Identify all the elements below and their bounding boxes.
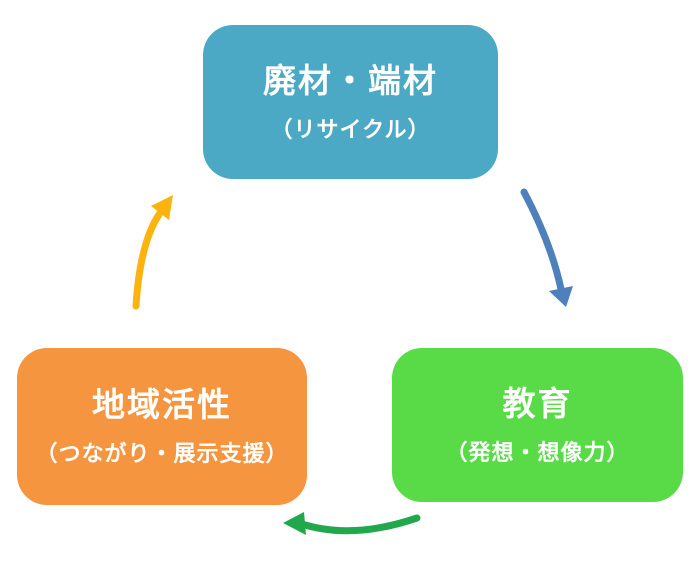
node-recycle: 廃材・端材 （リサイクル） <box>203 25 498 179</box>
arrow-education-to-community <box>298 514 421 535</box>
arrowhead-recycle-to-education-icon <box>549 286 573 307</box>
node-recycle-sublabel: （リサイクル） <box>270 116 431 142</box>
arrowhead-community-to-recycle-icon <box>151 195 173 220</box>
node-community: 地域活性 （つながり・展示支援） <box>17 348 307 505</box>
node-community-sublabel: （つながり・展示支援） <box>35 441 289 466</box>
node-recycle-label: 廃材・端材 <box>263 61 438 99</box>
arrow-recycle-to-education <box>520 188 565 293</box>
node-community-label: 地域活性 <box>92 386 232 423</box>
arrowhead-education-to-community-icon <box>283 512 306 535</box>
arrow-community-to-recycle <box>132 209 164 310</box>
node-education-sublabel: （発想・想像力） <box>445 439 630 465</box>
node-education: 教育 （発想・想像力） <box>392 348 683 502</box>
node-education-label: 教育 <box>502 384 573 422</box>
